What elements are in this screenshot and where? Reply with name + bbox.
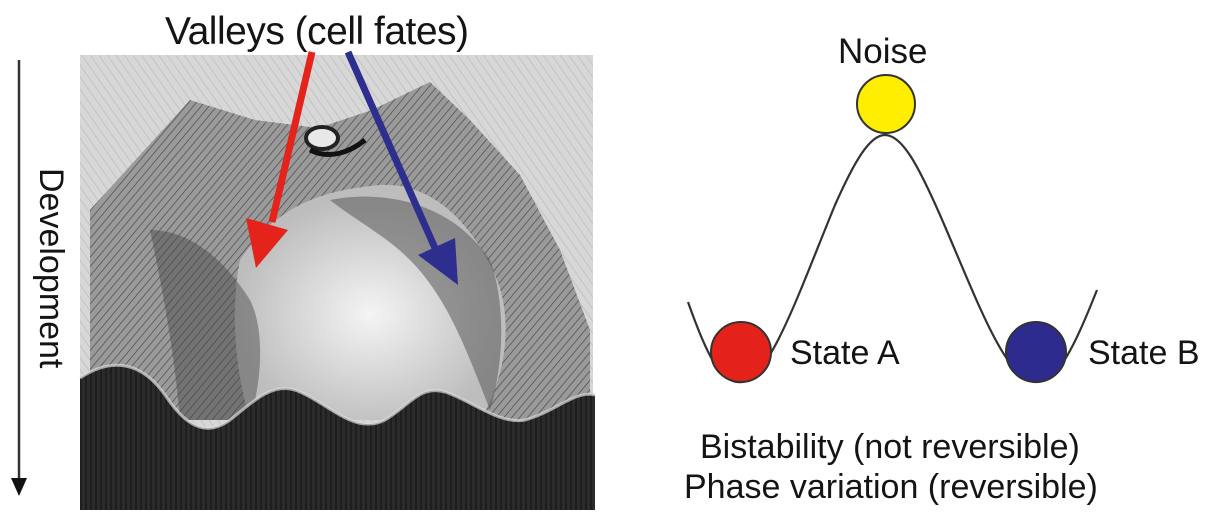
red-arrow <box>246 51 316 268</box>
bistability-caption: Bistability (not reversible) <box>700 428 1080 466</box>
ground-ridge-line <box>79 363 596 430</box>
central-ridge-shading <box>330 196 502 410</box>
red-arrowhead <box>246 218 288 268</box>
state-b-ball <box>1005 321 1067 383</box>
state-a-label: State A <box>790 334 900 372</box>
development-axis-label: Development <box>32 168 70 369</box>
state-b-label: State B <box>1088 334 1200 372</box>
valleys-title: Valleys (cell fates) <box>165 10 469 53</box>
landscape-engraving <box>79 55 596 510</box>
phase-variation-caption: Phase variation (reversible) <box>684 468 1098 506</box>
development-arrowhead <box>11 478 27 496</box>
summit-shadow <box>308 138 367 157</box>
blue-arrow <box>344 50 458 285</box>
state-a-ball <box>710 321 772 383</box>
development-arrow <box>11 60 27 496</box>
noise-label: Noise <box>838 32 928 71</box>
left-valley-shadow <box>150 230 261 420</box>
summit-ball <box>304 125 340 151</box>
blue-arrowhead <box>418 238 458 285</box>
noise-ball <box>856 74 916 134</box>
